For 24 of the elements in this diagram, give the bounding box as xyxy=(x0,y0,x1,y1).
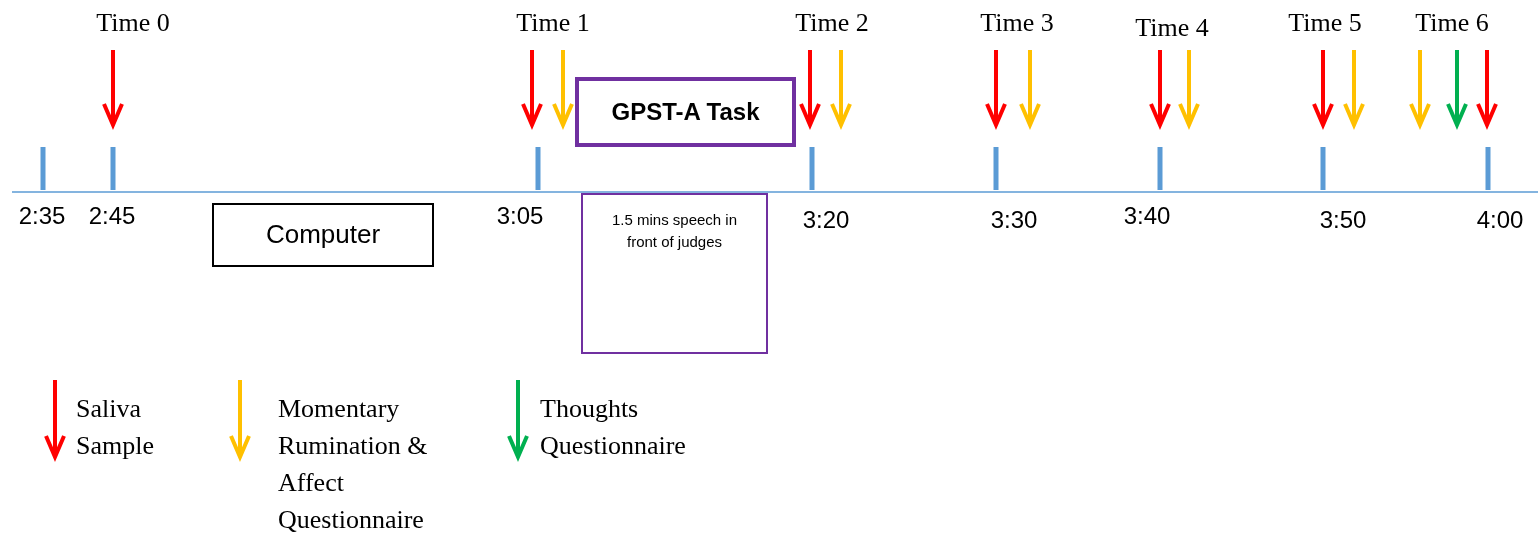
time-point-label: Time 5 xyxy=(1288,8,1362,38)
clock-time-label: 3:05 xyxy=(496,202,544,230)
time-point-label: Time 1 xyxy=(516,8,590,38)
box-label: GPST-A Task xyxy=(611,96,760,127)
clock-time-label: 4:00 xyxy=(1476,206,1524,234)
clock-time-label: 3:30 xyxy=(990,206,1038,234)
legend-label: Saliva Sample xyxy=(76,393,155,462)
clock-time-label: 3:20 xyxy=(802,206,850,234)
legend-label: Momentary Rumination & Affect Questionnaire xyxy=(278,393,429,536)
time-point-label: Time 4 xyxy=(1135,13,1209,43)
box-label: Computer xyxy=(265,218,381,252)
clock-time-label: 2:45 xyxy=(88,202,136,230)
clock-time-label: 3:40 xyxy=(1123,202,1171,230)
clock-time-label: 3:50 xyxy=(1319,206,1367,234)
clock-time-label: 2:35 xyxy=(18,202,66,230)
legend-label: Thoughts Questionnaire xyxy=(540,393,687,462)
time-point-label: Time 2 xyxy=(795,8,869,38)
process-box xyxy=(575,77,796,147)
time-point-label: Time 6 xyxy=(1415,8,1489,38)
box-label: 1.5 mins speech in front of judges xyxy=(610,210,739,252)
process-box xyxy=(212,203,434,267)
time-point-label: Time 0 xyxy=(96,8,170,38)
time-point-label: Time 3 xyxy=(980,8,1054,38)
process-box xyxy=(581,193,768,354)
